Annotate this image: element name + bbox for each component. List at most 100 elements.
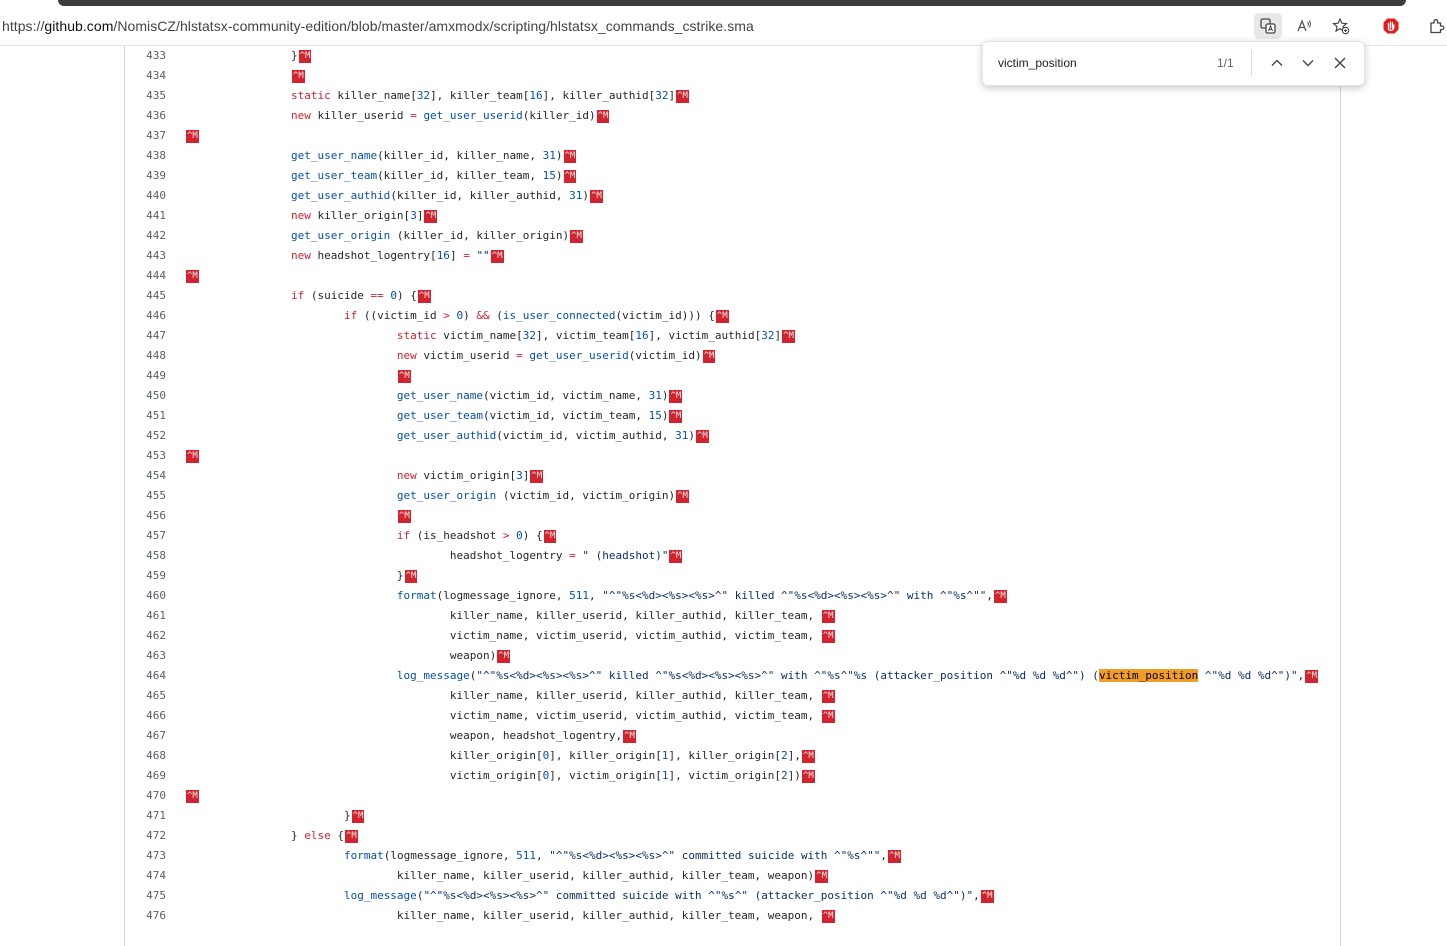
code-line: 444^M [125, 266, 1340, 286]
line-number[interactable]: 441 [146, 209, 166, 222]
line-number[interactable]: 465 [146, 689, 166, 702]
code-line: 436 new killer_userid = get_user_userid(… [125, 106, 1340, 126]
line-number[interactable]: 433 [146, 49, 166, 62]
line-number[interactable]: 461 [146, 609, 166, 622]
carriage-return-marker: ^M [563, 149, 577, 163]
line-number[interactable]: 438 [146, 149, 166, 162]
line-number[interactable]: 471 [146, 809, 166, 822]
carriage-return-marker: ^M [669, 409, 683, 423]
code-text: killer_name, killer_userid, killer_authi… [185, 869, 828, 883]
line-number[interactable]: 470 [146, 789, 166, 802]
carriage-return-marker: ^M [1305, 669, 1319, 683]
line-number[interactable]: 469 [146, 769, 166, 782]
code-text: new victim_origin[3]^M [396, 469, 544, 483]
line-number[interactable]: 447 [146, 329, 166, 342]
line-number[interactable]: 451 [146, 409, 166, 422]
line-number[interactable]: 462 [146, 629, 166, 642]
carriage-return-marker: ^M [424, 209, 438, 223]
line-number[interactable]: 434 [146, 69, 166, 82]
close-icon[interactable] [1329, 52, 1351, 74]
carriage-return-marker: ^M [669, 549, 683, 563]
code-text: ^M [185, 69, 305, 83]
code-line: 448 new victim_userid = get_user_userid(… [125, 346, 1340, 366]
carriage-return-marker: ^M [590, 189, 603, 203]
code-text: ^M [185, 369, 411, 383]
line-number[interactable]: 474 [146, 869, 166, 882]
url-text[interactable]: https://github.com/NomisCZ/hlstatsx-comm… [2, 18, 754, 34]
line-number[interactable]: 473 [146, 849, 166, 862]
line-number[interactable]: 464 [146, 669, 166, 682]
line-number[interactable]: 450 [146, 389, 166, 402]
carriage-return-marker: ^M [397, 369, 411, 383]
line-number[interactable]: 452 [146, 429, 166, 442]
code-line: 470^M [125, 786, 1340, 806]
line-number[interactable]: 439 [146, 169, 166, 182]
code-text: get_user_origin (killer_id, killer_origi… [290, 229, 583, 243]
code-text: get_user_authid(victim_id, victim_authid… [396, 429, 709, 443]
line-number[interactable]: 442 [146, 229, 166, 242]
line-number[interactable]: 444 [146, 269, 166, 282]
chevron-up-icon[interactable] [1266, 52, 1288, 74]
line-number[interactable]: 472 [146, 829, 166, 842]
line-number[interactable]: 460 [146, 589, 166, 602]
line-number[interactable]: 475 [146, 889, 166, 902]
translate-icon[interactable] [1254, 13, 1282, 39]
code-line: 453 ^M [125, 446, 1340, 466]
carriage-return-marker: ^M [497, 649, 511, 663]
code-text: weapon)^M [185, 649, 511, 663]
code-text: killer_name, killer_userid, killer_authi… [185, 689, 835, 703]
line-number[interactable]: 457 [146, 529, 166, 542]
code-text: static killer_name[32], killer_team[16],… [290, 89, 689, 103]
address-bar[interactable]: https://github.com/NomisCZ/hlstatsx-comm… [0, 7, 1447, 46]
code-line: 435 static killer_name[32], killer_team[… [125, 86, 1340, 106]
url-scheme: https:// [2, 18, 45, 34]
line-number[interactable]: 436 [146, 109, 166, 122]
line-number[interactable]: 449 [146, 369, 166, 382]
add-favorite-icon[interactable] [1327, 13, 1355, 39]
line-number[interactable]: 443 [146, 249, 166, 262]
line-number[interactable]: 458 [146, 549, 166, 562]
line-number[interactable]: 463 [146, 649, 166, 662]
carriage-return-marker: ^M [821, 709, 835, 723]
line-number[interactable]: 445 [146, 289, 166, 302]
tab-strip-edge [58, 0, 1406, 6]
adblock-icon[interactable] [1377, 13, 1405, 39]
line-number[interactable]: 459 [146, 569, 166, 582]
carriage-return-marker: ^M [821, 609, 835, 623]
code-text: get_user_name(killer_id, killer_name, 31… [290, 149, 577, 163]
carriage-return-marker: ^M [530, 469, 544, 483]
line-number[interactable]: 453 [146, 449, 166, 462]
code-line: 451 get_user_team(victim_id, victim_team… [125, 406, 1340, 426]
code-text: new headshot_logentry[16] = ""^M [290, 249, 504, 263]
line-number[interactable]: 454 [146, 469, 166, 482]
code-text: get_user_name(victim_id, victim_name, 31… [396, 389, 683, 403]
line-number[interactable]: 437 [146, 129, 166, 142]
carriage-return-marker: ^M [676, 489, 689, 503]
chevron-down-icon[interactable] [1297, 52, 1319, 74]
code-line: 459 }^M [125, 566, 1340, 586]
line-number[interactable]: 440 [146, 189, 166, 202]
line-number[interactable]: 456 [146, 509, 166, 522]
line-number[interactable]: 448 [146, 349, 166, 362]
read-aloud-icon[interactable] [1290, 13, 1318, 39]
line-number[interactable]: 466 [146, 709, 166, 722]
carriage-return-marker: ^M [543, 529, 557, 543]
line-number[interactable]: 467 [146, 729, 166, 742]
code-text: weapon, headshot_logentry,^M [185, 729, 636, 743]
extensions-icon[interactable] [1422, 13, 1447, 39]
url-host: github.com [44, 18, 114, 34]
line-number[interactable]: 476 [146, 909, 166, 922]
carriage-return-marker: ^M [821, 909, 835, 923]
find-bar[interactable]: victim_position 1/1 [982, 41, 1365, 86]
line-number[interactable]: 435 [146, 89, 166, 102]
code-line: 439 get_user_team(killer_id, killer_team… [125, 166, 1340, 186]
code-text: ^M [185, 449, 199, 463]
code-text: ^M [185, 509, 411, 523]
code-line: 437^M [125, 126, 1340, 146]
find-input[interactable]: victim_position [998, 56, 1077, 70]
code-line: 438 get_user_name(killer_id, killer_name… [125, 146, 1340, 166]
line-number[interactable]: 455 [146, 489, 166, 502]
line-number[interactable]: 468 [146, 749, 166, 762]
line-number[interactable]: 446 [146, 309, 166, 322]
